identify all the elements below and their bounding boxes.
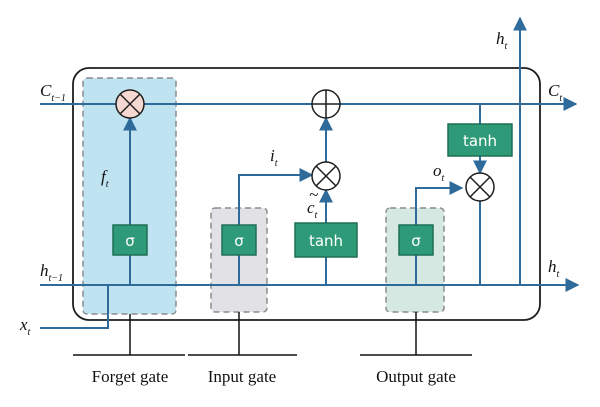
tanh-cell-box: tanh (447, 123, 513, 157)
output-multiply-node (465, 172, 495, 202)
sigma-input-box: σ (221, 224, 257, 256)
tanh-cell-label: tanh (463, 132, 497, 150)
sigma-output-label: σ (411, 232, 421, 250)
sigma-forget-label: σ (125, 232, 135, 250)
h-out-line (479, 201, 580, 292)
i-label: it (270, 146, 278, 169)
forget-gate-label: Forget gate (92, 367, 169, 386)
x-label: xt (19, 315, 31, 338)
cell-boundary (72, 67, 541, 321)
tanh-candidate-box: tanh (294, 222, 358, 258)
c-tilde-accent: ~ (309, 185, 318, 204)
gate-stems (73, 312, 472, 356)
c-tilde-label: ct (307, 198, 318, 221)
output-gate-label: Output gate (376, 367, 456, 386)
input-signal-line (238, 168, 314, 225)
sigma-forget-box: σ (112, 224, 148, 256)
h-next-label: ht (548, 257, 560, 280)
c-next-label: Ct (548, 81, 562, 104)
tanh-candidate-label: tanh (309, 232, 343, 250)
x-input-line (40, 285, 109, 329)
input-multiply-node (311, 161, 341, 191)
h-prev-label: ht−1 (40, 261, 63, 284)
o-label: ot (433, 161, 445, 184)
output-sigma-in-line (407, 253, 417, 286)
sigma-output-box: σ (398, 224, 434, 256)
sigma-input-label: σ (234, 232, 244, 250)
h-top-label: ht (496, 29, 508, 52)
cell-add-node (311, 89, 341, 119)
input-gate-label: Input gate (208, 367, 276, 386)
c-prev-label: Ct−1 (40, 81, 66, 104)
output-signal-line (415, 181, 464, 225)
f-label: ft (101, 167, 109, 190)
forget-multiply-node (115, 89, 145, 119)
